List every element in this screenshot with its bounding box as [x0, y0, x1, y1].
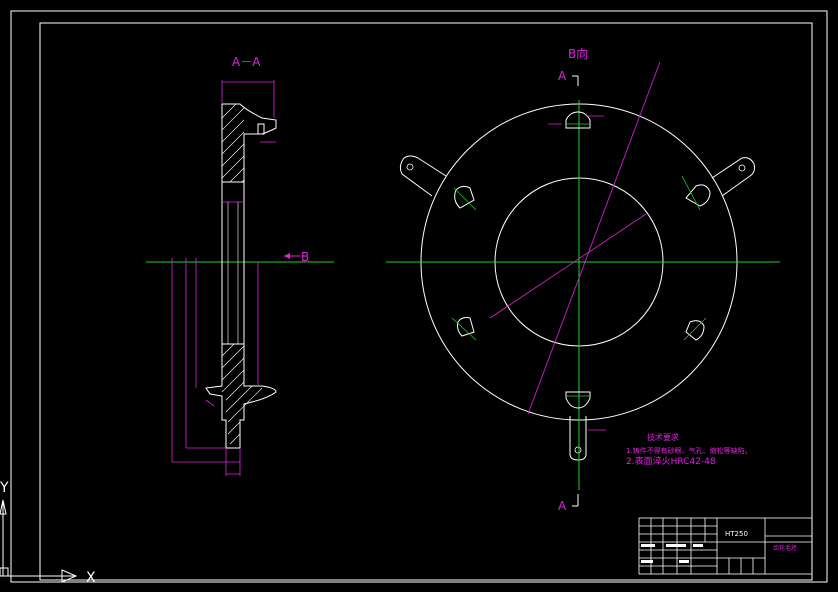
- axis-y-label: Y: [0, 480, 9, 496]
- ucs-icon: [0, 499, 78, 583]
- drawing-frame: [39, 22, 813, 581]
- axis-x-label: X: [86, 570, 96, 586]
- section-label: A－A: [232, 55, 261, 69]
- ear-right: [711, 157, 755, 197]
- plan-view: B向 A A: [386, 46, 780, 513]
- notch-centerlines: [451, 123, 707, 397]
- cut-marker-bottom: [572, 494, 579, 507]
- ear-bottom-hole: [574, 446, 582, 454]
- hub-slot: [257, 123, 265, 135]
- tech-requirements: 技术要求 1.铸件不得有砂眼、气孔、缩松等缺陷。 2.表面淬火HRC42-48: [626, 432, 752, 467]
- view-label: B向: [568, 46, 588, 61]
- leader-lines: [548, 115, 606, 431]
- section-dimensions: [171, 80, 276, 476]
- ear-right-hole: [738, 164, 746, 172]
- material-text: HT250: [725, 530, 748, 538]
- ear-left-hole: [406, 163, 414, 171]
- ear-left: [399, 155, 447, 197]
- section-view: A－A: [146, 55, 334, 476]
- sheet-border: [10, 10, 828, 583]
- radius-dim-long: [527, 61, 661, 415]
- cut-label-top: A: [558, 69, 567, 83]
- lower-flange: [205, 343, 277, 449]
- part-name-text: 齿轮毛坯: [773, 544, 797, 552]
- rim-notches: [454, 111, 711, 409]
- tech-title: 技术要求: [647, 432, 679, 442]
- tech-item-1: 1.铸件不得有砂眼、气孔、缩松等缺陷。: [626, 446, 752, 455]
- title-block: [638, 517, 813, 575]
- radius-dim-short: [489, 213, 647, 319]
- upper-hatch: [221, 103, 245, 183]
- b-arrow-label: B: [301, 250, 309, 264]
- cut-label-bottom: A: [558, 499, 567, 513]
- tech-item-2: 2.表面淬火HRC42-48: [626, 455, 716, 467]
- lower-hatch: [221, 343, 263, 445]
- title-block-fills: [641, 544, 703, 563]
- b-arrow-head: [284, 253, 290, 259]
- cut-marker-top: [572, 75, 579, 86]
- ear-bottom: [569, 416, 587, 461]
